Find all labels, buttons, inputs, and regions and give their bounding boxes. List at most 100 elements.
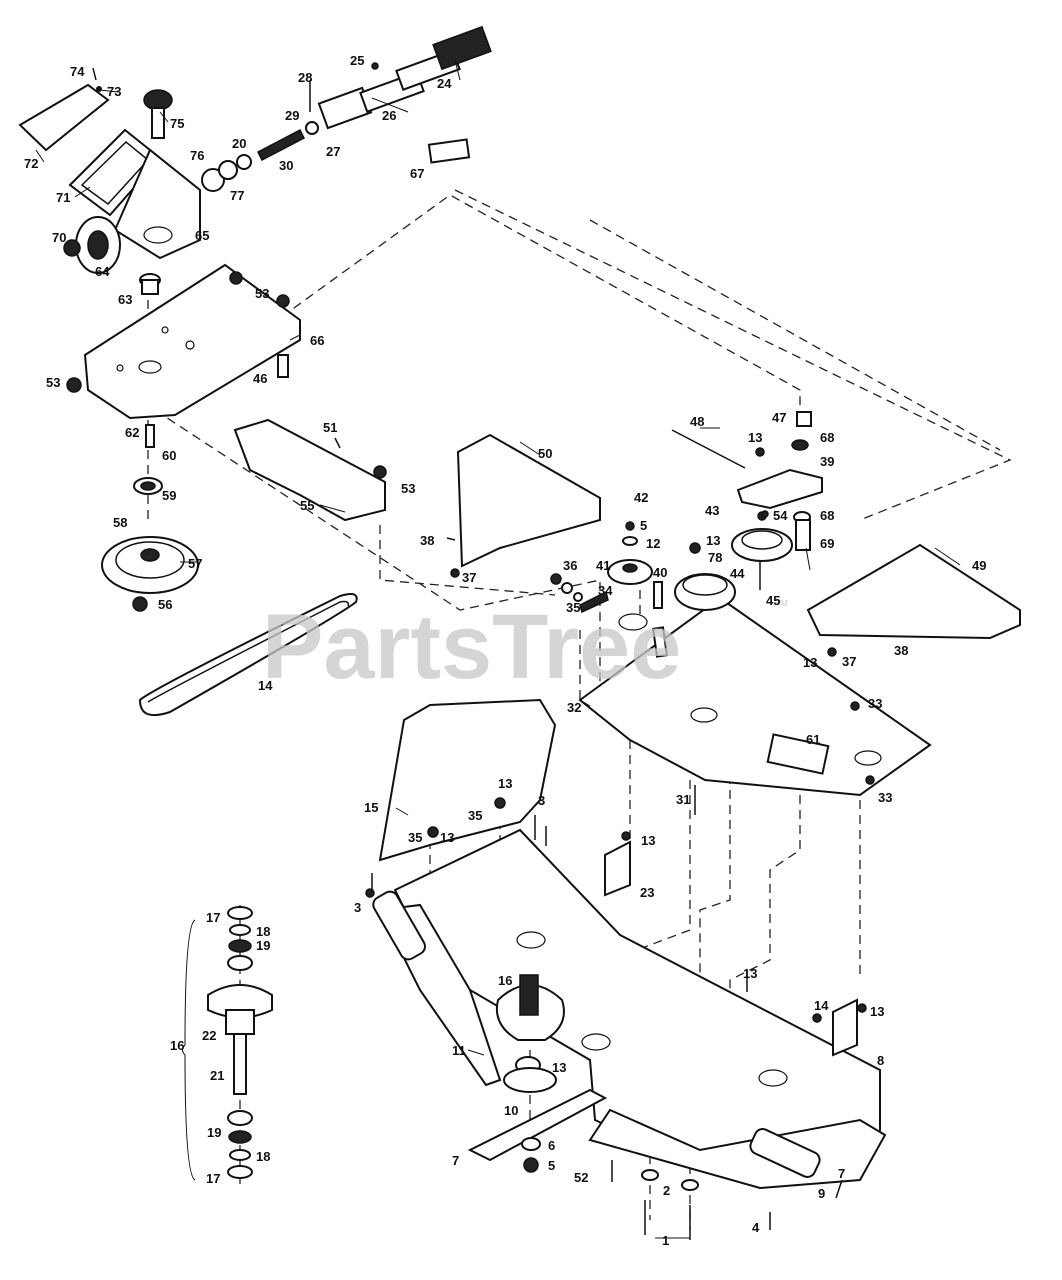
callout-67: 67 (410, 166, 424, 181)
callout-12: 12 (646, 536, 660, 551)
callout-37b: 37 (842, 654, 856, 669)
left-belt-shield (456, 433, 601, 568)
callout-37: 37 (462, 570, 476, 585)
baffle-plate-left (604, 840, 631, 897)
callout-51: 51 (323, 420, 337, 435)
drive-pulley-icon (101, 536, 199, 594)
callout-42: 42 (634, 490, 648, 505)
callout-33: 33 (868, 696, 882, 711)
callout-19: 19 (256, 938, 270, 953)
callout-4: 4 (752, 1220, 760, 1235)
deck-decal (766, 733, 830, 775)
callout-44: 44 (730, 566, 745, 581)
callout-14: 14 (258, 678, 273, 693)
callout-43: 43 (705, 503, 719, 518)
callout-17: 17 (206, 910, 220, 925)
callout-31: 31 (676, 792, 690, 807)
gearbox-housing (113, 148, 201, 260)
callout-1: 1 (662, 1233, 669, 1248)
callout-19b: 19 (207, 1125, 221, 1140)
callout-5: 5 (548, 1158, 555, 1173)
spindle-assembly (182, 906, 273, 1181)
callout-36: 36 (563, 558, 577, 573)
callout-30: 30 (279, 158, 293, 173)
callout-14b: 14 (814, 998, 829, 1013)
callout-6: 6 (548, 1138, 555, 1153)
callout-21: 21 (210, 1068, 224, 1083)
callout-56: 56 (158, 597, 172, 612)
callout-9: 9 (818, 1186, 825, 1201)
callout-61: 61 (806, 732, 820, 747)
callout-77: 77 (230, 188, 244, 203)
idler-pulley-icon (731, 528, 793, 562)
gearbox-cover-plate (18, 83, 110, 152)
callout-53a: 53 (255, 286, 269, 301)
v-belt-icon (138, 593, 358, 716)
callout-68b: 68 (820, 508, 834, 523)
callout-72: 72 (24, 156, 38, 171)
spindle-housing-exploded (207, 984, 273, 1019)
callout-59: 59 (162, 488, 176, 503)
callout-32: 32 (567, 700, 581, 715)
callout-34: 34 (598, 583, 613, 598)
callout-7: 7 (452, 1153, 459, 1168)
callout-23: 23 (640, 885, 654, 900)
callout-69: 69 (820, 536, 834, 551)
callout-65: 65 (195, 228, 209, 243)
callout-15: 15 (364, 800, 378, 815)
deck-handle-left (372, 890, 426, 961)
bolt-icon (365, 888, 375, 898)
spring-icon (579, 590, 609, 614)
callout-3b: 3 (538, 793, 545, 808)
callout-70: 70 (52, 230, 66, 245)
callout-60: 60 (162, 448, 176, 463)
callout-16: 16 (170, 1038, 184, 1053)
callout-75: 75 (170, 116, 184, 131)
discharge-chute-guard (378, 698, 557, 862)
callout-62: 62 (125, 425, 139, 440)
callout-27: 27 (326, 144, 340, 159)
callout-18: 18 (256, 924, 270, 939)
callout-35: 35 (566, 600, 580, 615)
callout-25: 25 (350, 53, 364, 68)
callout-13h: 13 (870, 1004, 884, 1019)
callout-13f: 13 (641, 833, 655, 848)
gearbox-assembly (18, 25, 492, 274)
callout-8: 8 (877, 1053, 884, 1068)
spindle-shaft (233, 1033, 247, 1095)
callout-17b: 17 (206, 1171, 220, 1186)
callout-45: 45 (766, 593, 780, 608)
cover-assemblies (378, 411, 1021, 862)
callout-38b: 38 (894, 643, 908, 658)
splined-shaft-icon (257, 128, 305, 162)
shaft-pin (145, 424, 155, 448)
callout-64: 64 (95, 264, 110, 279)
callout-53c: 53 (401, 481, 415, 496)
callout-18b: 18 (256, 1149, 270, 1164)
mower-deck (365, 510, 887, 1240)
callout-13d: 13 (498, 776, 512, 791)
pulley-nut-icon (132, 596, 148, 612)
callout-46: 46 (253, 371, 267, 386)
callout-13b: 13 (706, 533, 720, 548)
callout-29: 29 (285, 108, 299, 123)
callout-57: 57 (188, 556, 202, 571)
nut-icon (63, 239, 81, 257)
callout-73: 73 (107, 84, 121, 99)
callout-28: 28 (298, 70, 312, 85)
callout-63: 63 (118, 292, 132, 307)
callout-53b: 53 (46, 375, 60, 390)
callout-7b: 7 (838, 1166, 845, 1181)
callout-39: 39 (820, 454, 834, 469)
callout-49: 49 (972, 558, 986, 573)
leader-lines (35, 59, 961, 1239)
callout-71: 71 (56, 190, 70, 205)
callout-40: 40 (653, 565, 667, 580)
callout-68a: 68 (820, 430, 834, 445)
callout-35c: 35 (408, 830, 422, 845)
callout-38: 38 (420, 533, 434, 548)
cross-brace (233, 418, 386, 522)
callout-78: 78 (708, 550, 722, 565)
blade-adapter-icon (503, 1067, 557, 1093)
